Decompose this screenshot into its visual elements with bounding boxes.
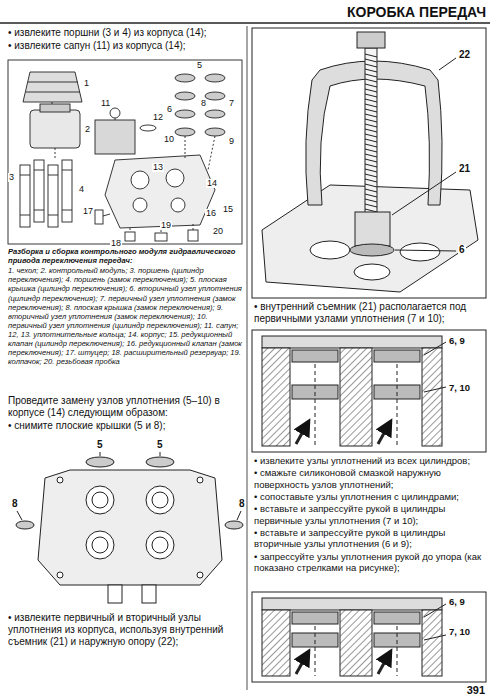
figure-caption: Разборка и сборка контрольного модуля ги… bbox=[8, 247, 242, 265]
secondary-seal bbox=[374, 350, 420, 362]
center-line bbox=[397, 626, 398, 676]
instruction-text: • извлеките узлы уплотнений из всех цили… bbox=[254, 455, 484, 466]
instruction-text: • вставьте и запрессуйте рукой в цилиндр… bbox=[254, 527, 484, 550]
instruction-text: • извлеките сапун (11) из корпуса (14); bbox=[8, 40, 246, 52]
cover-plate bbox=[262, 598, 442, 610]
callout-number: 7, 10 bbox=[448, 627, 471, 637]
callout-number: 16 bbox=[205, 209, 217, 218]
press-arrow bbox=[378, 656, 388, 674]
figure-frame bbox=[252, 592, 486, 682]
body-top-view bbox=[16, 452, 243, 603]
caption-text: 1. чехол; 2. контрольный модуль; 3. порш… bbox=[8, 266, 242, 366]
center-line bbox=[315, 364, 316, 446]
section-view bbox=[252, 592, 486, 682]
callout-number: 2 bbox=[84, 125, 91, 134]
press-arrow bbox=[378, 426, 388, 444]
screw-thread bbox=[365, 54, 377, 212]
instruction-text: Проведите замену узлов уплотнения (5–10)… bbox=[8, 395, 244, 419]
callout-number: 5 bbox=[196, 61, 203, 70]
callout-number: 20 bbox=[212, 227, 224, 236]
callout-number: 4 bbox=[78, 185, 85, 194]
callout-number: 6 bbox=[166, 105, 173, 114]
callout-number: 1 bbox=[83, 79, 90, 88]
callout-number: 6, 9 bbox=[448, 336, 466, 346]
callout-number: 22 bbox=[458, 50, 471, 60]
press-arrow bbox=[296, 426, 306, 444]
figure-frame bbox=[252, 330, 486, 452]
secondary-seal bbox=[292, 350, 338, 362]
housing-wall bbox=[262, 610, 290, 676]
cylinder-sections bbox=[252, 330, 486, 682]
press-arrow bbox=[296, 656, 306, 674]
instruction-text: • внутренний съемник (21) располагается … bbox=[254, 301, 484, 325]
callout-number: 7 bbox=[228, 99, 235, 108]
callout-number: 3 bbox=[8, 173, 15, 182]
instruction-text: • запрессуйте узлы уплотнения рукой до у… bbox=[254, 551, 484, 574]
section-view bbox=[252, 330, 486, 452]
callout-number: 18 bbox=[110, 239, 122, 248]
housing-wall bbox=[422, 610, 442, 676]
instruction-text: • извлеките первичный и вторичный узлы у… bbox=[8, 612, 244, 648]
page-number: 391 bbox=[440, 684, 485, 697]
callout-number: 7, 10 bbox=[448, 383, 471, 393]
housing-wall bbox=[262, 348, 290, 446]
secondary-seal bbox=[292, 612, 338, 624]
puller-view bbox=[252, 28, 486, 298]
housing-wall bbox=[340, 348, 372, 446]
instruction-text: • сопоставьте узлы уплотнения с цилиндра… bbox=[254, 491, 484, 502]
callout-number: 6, 9 bbox=[448, 597, 466, 607]
callout-number: 6 bbox=[458, 245, 466, 255]
instruction-text: • вставьте и запрессуйте рукой в цилиндр… bbox=[254, 503, 484, 526]
callout-number: 15 bbox=[222, 205, 234, 214]
instruction-text: • извлеките поршни (3 и 4) из корпуса (1… bbox=[8, 27, 246, 39]
callout-number: 21 bbox=[458, 164, 471, 174]
leader-line bbox=[424, 342, 446, 355]
callout-number: 9 bbox=[228, 137, 235, 146]
page-title: КОРОБКА ПЕРЕДАЧ bbox=[250, 4, 486, 21]
callout-number: 5 bbox=[96, 440, 104, 450]
instruction-text: • снимите плоские крышки (5 и 8); bbox=[8, 420, 244, 432]
exploded-view bbox=[8, 60, 242, 244]
callout-number: 8 bbox=[11, 499, 19, 509]
callout-number: 8 bbox=[200, 99, 207, 108]
callout-number: 19 bbox=[160, 221, 172, 230]
callout-number: 14 bbox=[206, 179, 218, 188]
leader-line bbox=[424, 635, 446, 640]
center-line bbox=[315, 626, 316, 676]
callout-number: 12 bbox=[152, 113, 164, 122]
housing-wall bbox=[422, 348, 442, 446]
instruction-text: • смажьте силиконовой смазкой наружную п… bbox=[254, 467, 484, 490]
cover-plate bbox=[262, 336, 442, 348]
callout-number: 11 bbox=[100, 99, 111, 108]
secondary-seal bbox=[374, 612, 420, 624]
center-line bbox=[397, 364, 398, 446]
callout-number: 8 bbox=[238, 499, 246, 509]
callout-number: 17 bbox=[82, 207, 94, 216]
leader-line bbox=[424, 387, 446, 392]
housing-wall bbox=[340, 610, 372, 676]
callout-number: 5 bbox=[156, 440, 164, 450]
page-rules bbox=[0, 23, 490, 690]
callout-number: 10 bbox=[163, 135, 175, 144]
leader-line bbox=[424, 604, 446, 617]
callout-number: 13 bbox=[152, 163, 164, 172]
